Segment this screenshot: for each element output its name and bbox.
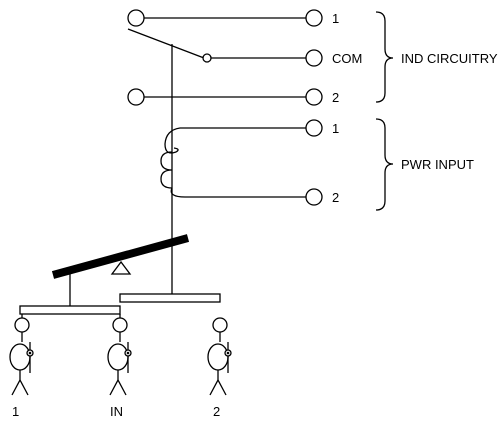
- contact-2-dot-fill: [226, 351, 230, 355]
- label-terminal-2-top: 2: [332, 90, 339, 105]
- label-bottom-1: 1: [12, 404, 19, 419]
- contact-2-v-left: [209, 379, 219, 396]
- coil-bottom-loop: [170, 187, 307, 198]
- label-power-input: PWR INPUT: [401, 157, 474, 172]
- lever-plate: [19, 305, 121, 315]
- contact-in-v-left: [109, 379, 119, 396]
- contact-2-head[interactable]: [212, 317, 228, 333]
- shaft-plate: [119, 293, 221, 303]
- bottom-contact-1: 1: [9, 314, 34, 419]
- power-brace: [375, 118, 394, 211]
- contact-in-head[interactable]: [112, 317, 128, 333]
- contact-1-dot-fill: [28, 351, 32, 355]
- contact-1-body: [9, 343, 31, 371]
- contact-2-body: [207, 343, 229, 371]
- label-terminal-1-power: 1: [332, 121, 339, 136]
- coil: [160, 151, 173, 189]
- contact-in-v-right: [117, 379, 127, 396]
- switch-pivot: [202, 53, 212, 63]
- label-bottom-in: IN: [110, 404, 123, 419]
- contact-1-v-left: [11, 379, 21, 396]
- label-terminal-2-power: 2: [332, 190, 339, 205]
- contact-in-dot-fill: [126, 351, 130, 355]
- bottom-contact-2: 2: [207, 317, 232, 419]
- switch-left-terminal-bottom: [127, 88, 145, 106]
- label-terminal-1-top: 1: [332, 11, 339, 26]
- terminal-2-power[interactable]: [305, 188, 323, 206]
- indicator-brace: [375, 11, 394, 103]
- terminal-1-power[interactable]: [305, 119, 323, 137]
- balance-lever: [19, 234, 221, 315]
- label-bottom-2: 2: [213, 404, 220, 419]
- indicator-switch: 1 COM 2 IND CIRCUITRY: [127, 9, 498, 106]
- contact-2-v-right: [217, 379, 227, 396]
- label-terminal-com: COM: [332, 51, 362, 66]
- contact-1-v-right: [19, 379, 29, 396]
- terminal-com[interactable]: [305, 49, 323, 67]
- contact-in-body: [107, 343, 129, 371]
- power-input: 1 2 PWR INPUT: [160, 118, 474, 211]
- switch-left-terminal-top: [127, 9, 145, 27]
- terminal-2-top[interactable]: [305, 88, 323, 106]
- bottom-contact-in: IN: [107, 314, 132, 419]
- lever-beam: [51, 234, 190, 279]
- contact-1-head[interactable]: [14, 317, 30, 333]
- label-indicator-circuitry: IND CIRCUITRY: [401, 51, 498, 66]
- switch-arm: [127, 28, 205, 59]
- terminal-1-top[interactable]: [305, 9, 323, 27]
- fulcrum-triangle: [110, 260, 132, 275]
